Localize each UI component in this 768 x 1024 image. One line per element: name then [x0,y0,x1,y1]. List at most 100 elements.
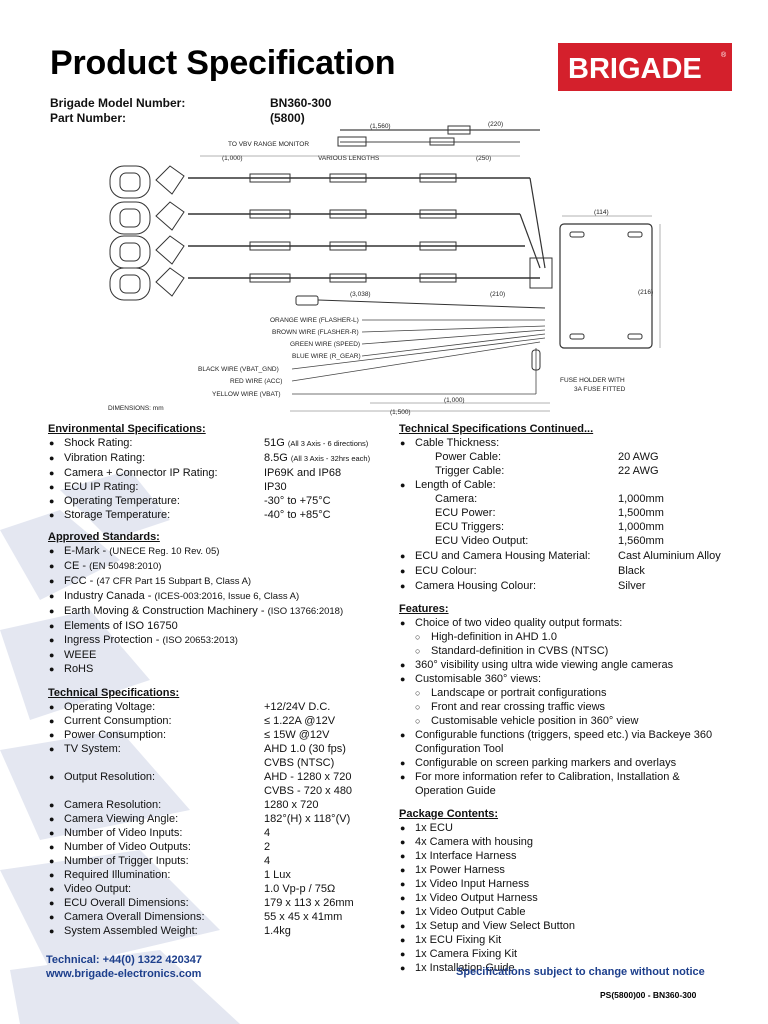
brigade-logo: BRIGADE ® [558,43,732,91]
logo-mark: ® [721,51,727,59]
env-value: -30° to +75°C [264,495,331,507]
technical-continued-title: Technical Specifications Continued... [399,423,594,435]
list-item: ●ECU Colour:Black [400,565,645,577]
env-label: Shock Rating: [64,437,133,449]
camera-row-4 [109,267,540,301]
fuse-label-1: FUSE HOLDER WITH [560,377,625,384]
list-item: Power Cable:20 AWG [435,451,659,463]
package-item: ●1x Video Input Harness [399,877,739,891]
disclaimer: Specifications subject to change without… [456,966,705,978]
tech-value: 182°(H) x 118°(V) [264,813,351,825]
package-text: 1x Video Output Harness [415,892,538,904]
bullet: ● [49,591,55,601]
approved-text: CE - (EN 50498:2010) [64,560,162,572]
approved-text: Industry Canada - (ICES-003:2016, Issue … [64,590,300,602]
bullet: ● [49,510,55,520]
blue-wire: BLUE WIRE (R_GEAR) [292,353,361,360]
package-title: Package Contents: [399,808,499,820]
tech-label: Power Consumption: [64,729,167,741]
bullet: ● [400,963,406,973]
approved-title: Approved Standards: [48,531,160,543]
model-value: BN360-300 [270,96,332,110]
brown-wire: BROWN WIRE (FLASHER-R) [272,329,359,336]
orange-wire: ORANGE WIRE (FLASHER-L) [270,317,359,324]
black-wire: BLACK WIRE (VBAT_GND) [198,366,279,373]
package-item: ●1x Video Output Harness [399,891,739,905]
tech-label: Current Consumption: [64,715,172,727]
env-value: 51G (All 3 Axis - 6 directions) [264,437,369,449]
approved-item: ●WEEE [48,648,388,662]
bullet: ● [400,935,406,945]
list-item: ○Front and rear crossing traffic views [415,701,606,713]
package-text: 1x ECU [415,822,453,834]
bullet: ● [49,828,55,838]
list-item: ○High-definition in AHD 1.0 [415,631,557,643]
env-label: Camera + Connector IP Rating: [64,467,218,479]
package-text: 1x Installation Guide [415,962,515,974]
page-title: Product Specification [50,44,396,82]
bullet: ● [49,772,55,782]
approved-item: ● CE - (EN 50498:2010) [48,559,388,574]
bullet: ● [49,453,55,463]
bullet: ● [49,496,55,506]
model-info: Brigade Model Number:BN360-300 Part Numb… [50,96,331,126]
environmental-title: Environmental Specifications: [48,423,206,435]
approved-item: ●Earth Moving & Construction Machinery -… [48,604,388,619]
env-label: Storage Temperature: [64,509,171,521]
tech-label: ECU Overall Dimensions: [64,897,189,909]
package-item: ● 1x ECU Fixing Kit [399,933,739,947]
package-item: ●4x Camera with housing [399,835,739,849]
package-text: 1x ECU Fixing Kit [415,934,502,946]
yellow-wire: YELLOW WIRE (VBAT) [212,391,281,398]
part-label: Part Number: [50,111,127,125]
list-item: Trigger Cable:22 AWG [435,465,659,477]
logo-text: BRIGADE [568,53,702,85]
tech-item: ●Power Consumption:≤ 15W @12V [48,728,388,742]
footer-contact: Technical: +44(0) 1322 420347 www.brigad… [46,953,202,981]
approved-note: (47 CFR Part 15 Subpart B, Class A) [96,576,252,587]
bullet: ● [49,842,55,852]
package-item: ●1x Camera Fixing Kit [399,947,739,961]
approved-text: FCC - (47 CFR Part 15 Subpart B, Class A… [64,575,252,587]
bullet: ● [400,907,406,917]
bullet: ● [49,800,55,810]
ecu-box: (114) (216) [559,209,661,349]
env-value: IP69K and IP68 [264,467,342,479]
package-text: 1x Power Harness [415,864,505,876]
camera-row-3 [109,235,525,269]
technical-title: Technical Specifications: [48,687,180,699]
tech-label: Camera Resolution: [64,799,162,811]
bullet: ● [49,606,55,616]
bullet: ● [49,702,55,712]
tech-value: 4 [264,827,271,839]
bullet: ● [49,561,55,571]
list-item: ●Camera Housing Colour:Silver [400,580,646,592]
dim-1000-top: (1,000) [222,155,243,162]
list-item: ○Standard-definition in CVBS (NTSC) [415,645,609,657]
list-item: ○Landscape or portrait configurations [415,687,607,699]
list-item: ●Length of Cable: [400,479,496,491]
environmental-section: Environmental Specifications: ● Shock Rat… [48,422,388,522]
dimensions-note: DIMENSIONS: mm [108,405,164,412]
features-section: Features: ●Choice of two video quality o… [399,602,739,798]
list-item: ECU Triggers:1,000mm [435,521,664,533]
tech-item: ●Video Output:1.0 Vp-p / 75Ω [48,882,388,896]
env-note: (All 3 Axis - 32hrs each) [290,454,371,463]
tech-label: Video Output: [64,883,132,895]
tech-value: 1 Lux [264,869,291,881]
website-link[interactable]: www.brigade-electronics.com [46,968,202,980]
approved-item: ●Ingress Protection - (ISO 20653:2013) [48,633,388,648]
red-wire: RED WIRE (ACC) [230,378,282,385]
tech-item: ●Current Consumption:≤ 1.22A @12V [48,714,388,728]
camera-row-1 [109,165,546,269]
list-item: ●Customisable 360° views: [400,673,542,685]
tech-value: 55 x 45 x 41mm [264,911,343,923]
list-item: ●For more information refer to Calibrati… [400,771,680,797]
env-item: ●Operating Temperature:-30° to +75°C [48,494,388,508]
env-value: 8.5G (All 3 Axis - 32hrs each) [264,452,371,464]
bullet: ● [400,921,406,931]
list-item: ●Configurable on screen parking markers … [400,757,677,769]
env-item: ●Storage Temperature:-40° to +85°C [48,508,388,522]
bullet: ● [49,730,55,740]
package-item: ●1x Setup and View Select Button [399,919,739,933]
